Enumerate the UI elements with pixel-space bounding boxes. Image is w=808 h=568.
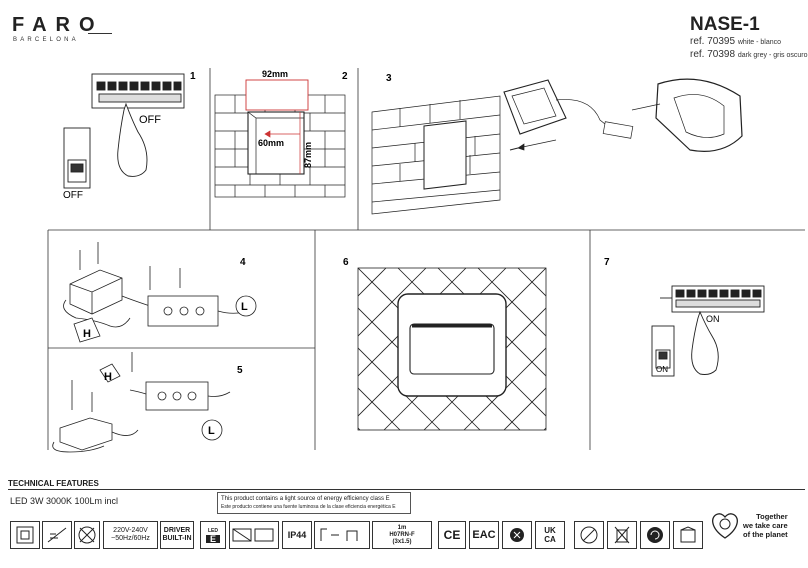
eac-icon: EAC	[469, 521, 499, 549]
lamp-icon	[229, 521, 279, 549]
eco-message: Together we take care of the planet	[743, 512, 788, 539]
led-spec: LED 3W 3000K 100Lm incl	[10, 496, 119, 506]
no-lamp-icon	[574, 521, 604, 549]
energy-class-icon: LED E	[200, 521, 226, 549]
step2-depth: 60mm	[258, 138, 284, 148]
weee-bin-icon	[607, 521, 637, 549]
packaging-icon	[673, 521, 703, 549]
step4-l-label: L	[241, 301, 248, 313]
step1-breaker-off: OFF	[63, 190, 83, 201]
model-name: NASE-1	[690, 14, 760, 35]
step2-height: 87mm	[303, 142, 313, 168]
no-dimmer-icon	[74, 521, 100, 549]
energy-notice-en: This product contains a light source of …	[221, 496, 390, 502]
step3-number: 3	[386, 73, 392, 84]
energy-notice: This product contains a light source of …	[217, 492, 411, 514]
install-icon	[314, 521, 370, 549]
technical-title: TECHNICAL FEATURES	[8, 479, 99, 488]
brand-subtitle: BARCELONA	[13, 37, 79, 43]
step1-illustration	[63, 73, 185, 189]
eco-heart-icon	[712, 513, 738, 539]
step2-width: 92mm	[262, 69, 288, 79]
step1-off-label: OFF	[139, 114, 161, 126]
step7-breaker-on: ON	[656, 365, 668, 374]
ref-grey: ref. 70398 dark grey - gris oscuro	[690, 49, 808, 60]
step5-l-label: L	[208, 425, 215, 437]
step4-illustration	[63, 242, 257, 343]
class-ii-icon	[10, 521, 40, 549]
brand-logo: FARO	[12, 14, 104, 36]
installation-diagram: 1 OFF OFF 92mm 60mm 87mm 2 3	[47, 68, 805, 453]
ce-icon: CE	[438, 521, 466, 549]
step4-number: 4	[240, 257, 246, 268]
logo-rule	[88, 33, 112, 34]
energy-notice-es: Este producto contiene una fuente lumino…	[221, 504, 396, 510]
recycle-icon	[502, 521, 532, 549]
driver-icon: DRIVER BUILT-IN	[160, 521, 194, 549]
step7-on-label: ON	[706, 314, 720, 324]
step2-illustration	[214, 79, 346, 198]
step2-number: 2	[342, 71, 348, 82]
step6-illustration	[357, 267, 547, 431]
recycling-icon	[640, 521, 670, 549]
step5-number: 5	[237, 365, 243, 376]
step7-number: 7	[604, 257, 610, 268]
step6-number: 6	[343, 257, 349, 268]
step1-number: 1	[190, 71, 196, 82]
ref-white: ref. 70395 white - blanco	[690, 36, 782, 47]
step5-h-label: H	[104, 371, 112, 383]
step5-illustration	[52, 352, 231, 453]
ip-rating-icon: IP44	[282, 521, 312, 549]
cable-icon: 1m H07RN-F (3x1.5)	[372, 521, 432, 549]
voltage-icon: 220V-240V ~50Hz/60Hz	[103, 521, 158, 549]
technical-rule	[8, 489, 805, 490]
step7-illustration	[651, 285, 765, 377]
step4-h-label: H	[83, 328, 91, 340]
step3-illustration	[371, 78, 743, 215]
no-insulation-icon	[42, 521, 72, 549]
